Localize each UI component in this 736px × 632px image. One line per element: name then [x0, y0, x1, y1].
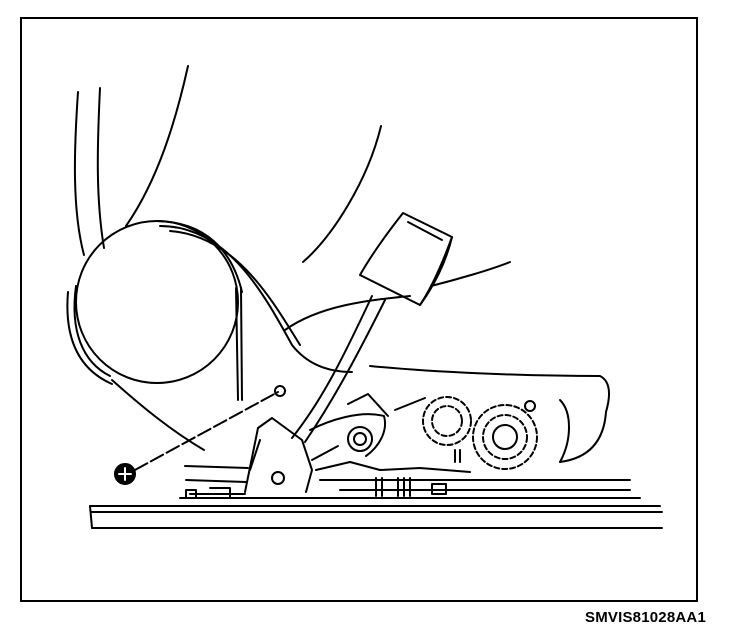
seat-cushion: [284, 261, 611, 463]
hinge-bracket: [184, 385, 313, 495]
seat-back: [73, 65, 382, 263]
adjuster-mechanism: [309, 393, 570, 473]
figure-code: SMVIS81028AA1: [585, 609, 706, 626]
bolt-icon: [114, 463, 136, 485]
leader-line: [134, 391, 279, 471]
figure-frame: [20, 17, 698, 602]
seat-rail: [89, 477, 663, 529]
recliner-disc: [66, 220, 353, 451]
